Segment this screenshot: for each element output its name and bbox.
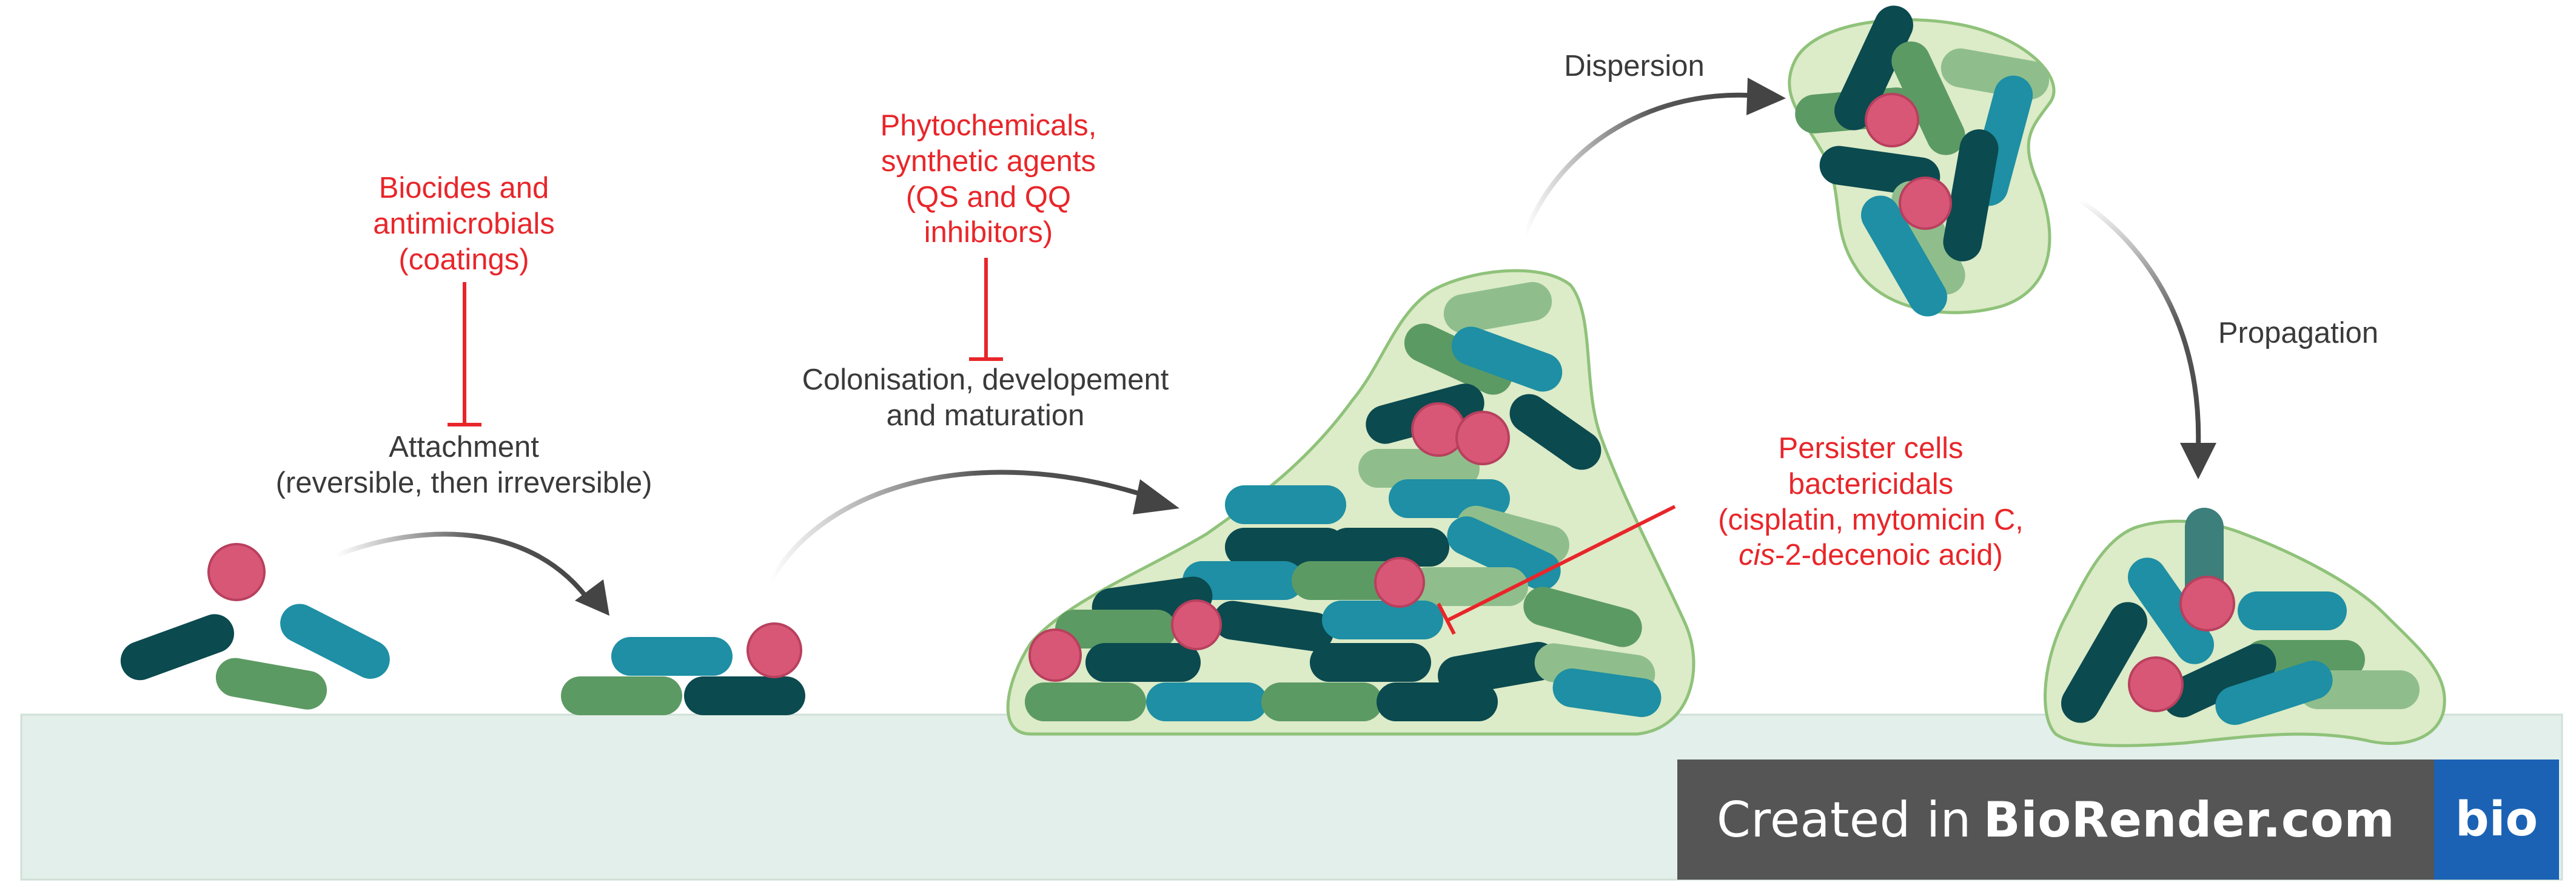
propagation-label: Propagation (2218, 317, 2379, 349)
bacterium-rod-icon (120, 614, 235, 681)
process-arrows (334, 78, 2216, 616)
persister-cell-icon (2179, 576, 2235, 632)
persister-cell-icon (2128, 656, 2184, 712)
phytochemicals-line: inhibitors) (924, 216, 1053, 249)
bacterium-rod-icon (280, 604, 390, 679)
bacterium-rod-icon (2061, 602, 2147, 723)
arrowhead-icon (1746, 78, 1786, 115)
process-arrow-icon (334, 531, 594, 606)
persister-cell-icon (1171, 599, 1222, 650)
bacterium-rod-icon (1891, 41, 1965, 155)
bacterium-rod-icon (2162, 644, 2276, 718)
persister-line: Persister cells (1778, 432, 1964, 465)
bacterium-rod-icon (1834, 5, 1913, 130)
process-arrow-icon (2078, 198, 2201, 450)
phytochemicals-line: synthetic agents (880, 144, 1096, 178)
biofilm-cells (1025, 281, 1662, 721)
persister-cell-icon (1899, 177, 1952, 230)
biocides-line: Biocides and (378, 172, 549, 204)
bacterium-rod-icon (1225, 485, 1346, 524)
bacterium-rod-icon (1225, 528, 1346, 567)
attachment-line: (reversible, then irreversible) (275, 466, 652, 499)
bacterium-rod-icon (1943, 129, 1999, 261)
badge-brand: BioRender.com (1983, 791, 2395, 848)
persister-line: bactericidals (1788, 467, 1954, 500)
arrowhead-icon (575, 579, 609, 616)
persister-cell-icon (1411, 402, 1466, 457)
bacterium-rod-icon (1322, 601, 1443, 639)
biocides-label: Biocides and antimicrobials (coatings) (343, 170, 585, 277)
colonisation-line: and maturation (886, 399, 1085, 432)
attached-bacteria-group (561, 622, 805, 715)
bacterium-rod-icon (1377, 682, 1498, 721)
phytochemicals-label: Phytochemicals, synthetic agents (QS and… (849, 108, 1128, 251)
persister-cell-icon (1028, 628, 1082, 682)
bacterium-rod-icon (1358, 449, 1480, 488)
persister-cell-icon (207, 543, 266, 601)
mature-biofilm (1006, 269, 1696, 736)
persister-rest: -2-decenoic acid) (1775, 539, 2003, 572)
bacterium-rod-icon (2215, 660, 2333, 726)
persister-cell-icon (1455, 411, 1510, 465)
bacterium-rod-icon (684, 676, 805, 715)
biocides-line: antimicrobials (373, 207, 555, 240)
inhibition-bar-icon (1437, 602, 1456, 635)
persister-label: Persister cells bactericidals (cisplatin… (1689, 431, 2053, 573)
new-biofilm (2044, 508, 2446, 747)
bacterium-rod-icon (215, 658, 327, 710)
free-bacteria-group (120, 543, 390, 710)
persister-italic: cis (1739, 539, 1776, 572)
persister-cell-icon (746, 622, 802, 678)
bacterium-rod-icon (1146, 682, 1267, 721)
bacterium-rod-icon (1523, 587, 1642, 647)
bacterium-rod-icon (611, 637, 733, 676)
bacterium-rod-icon (1310, 643, 1431, 682)
inhibition-markers (448, 258, 1676, 635)
colonisation-line: Colonisation, developement (802, 363, 1169, 396)
bacterium-rod-icon (1085, 643, 1201, 682)
bacterium-rod-icon (1261, 682, 1383, 721)
persister-line: cis-2-decenoic acid) (1689, 537, 2053, 573)
process-arrow-icon (768, 470, 1158, 585)
bacterium-rod-icon (2238, 591, 2347, 630)
bacterium-rod-icon (1182, 561, 1304, 600)
phytochemicals-line: Phytochemicals, (880, 109, 1097, 142)
bacterium-rod-icon (1443, 281, 1552, 334)
phytochemicals-line: (QS and QQ (905, 180, 1072, 214)
colonisation-label: Colonisation, developement and maturatio… (761, 362, 1210, 434)
bacterium-rod-icon (1213, 601, 1334, 652)
bacterium-rod-icon (1328, 528, 1449, 567)
persister-cell-icon (1865, 93, 1919, 147)
arrowhead-icon (2180, 443, 2216, 479)
bacterium-rod-icon (561, 676, 682, 715)
bacterium-rod-icon (1509, 394, 1602, 470)
dispersion-label: Dispersion (1564, 50, 1705, 83)
inhibition-bar-icon (1447, 505, 1676, 622)
bacterium-rod-icon (1025, 682, 1146, 721)
bacterium-rod-icon (1055, 610, 1176, 648)
dispersed-cluster (1788, 5, 2056, 317)
badge-prefix: Created in (1716, 791, 1971, 848)
bacterium-rod-icon (1438, 642, 1558, 695)
bacterium-rod-icon (1407, 567, 1528, 606)
bacterium-rod-icon (1861, 195, 1947, 317)
bacterium-rod-icon (1451, 326, 1563, 392)
process-arrow-icon (1523, 92, 1761, 236)
biorender-logo-icon: bio (2434, 760, 2559, 880)
bacterium-rod-icon (2127, 557, 2215, 664)
bacterium-rod-icon (1447, 516, 1561, 590)
arrowhead-icon (1133, 479, 1179, 514)
attachment-label: Attachment (reversible, then irreversibl… (230, 429, 697, 501)
biocides-line: (coatings) (398, 243, 529, 276)
persister-line: (cisplatin, mytomicin C, (1718, 503, 2024, 536)
persister-cell-icon (1374, 557, 1425, 608)
attachment-line: Attachment (389, 431, 539, 463)
bacterium-rod-icon (1552, 668, 1662, 718)
